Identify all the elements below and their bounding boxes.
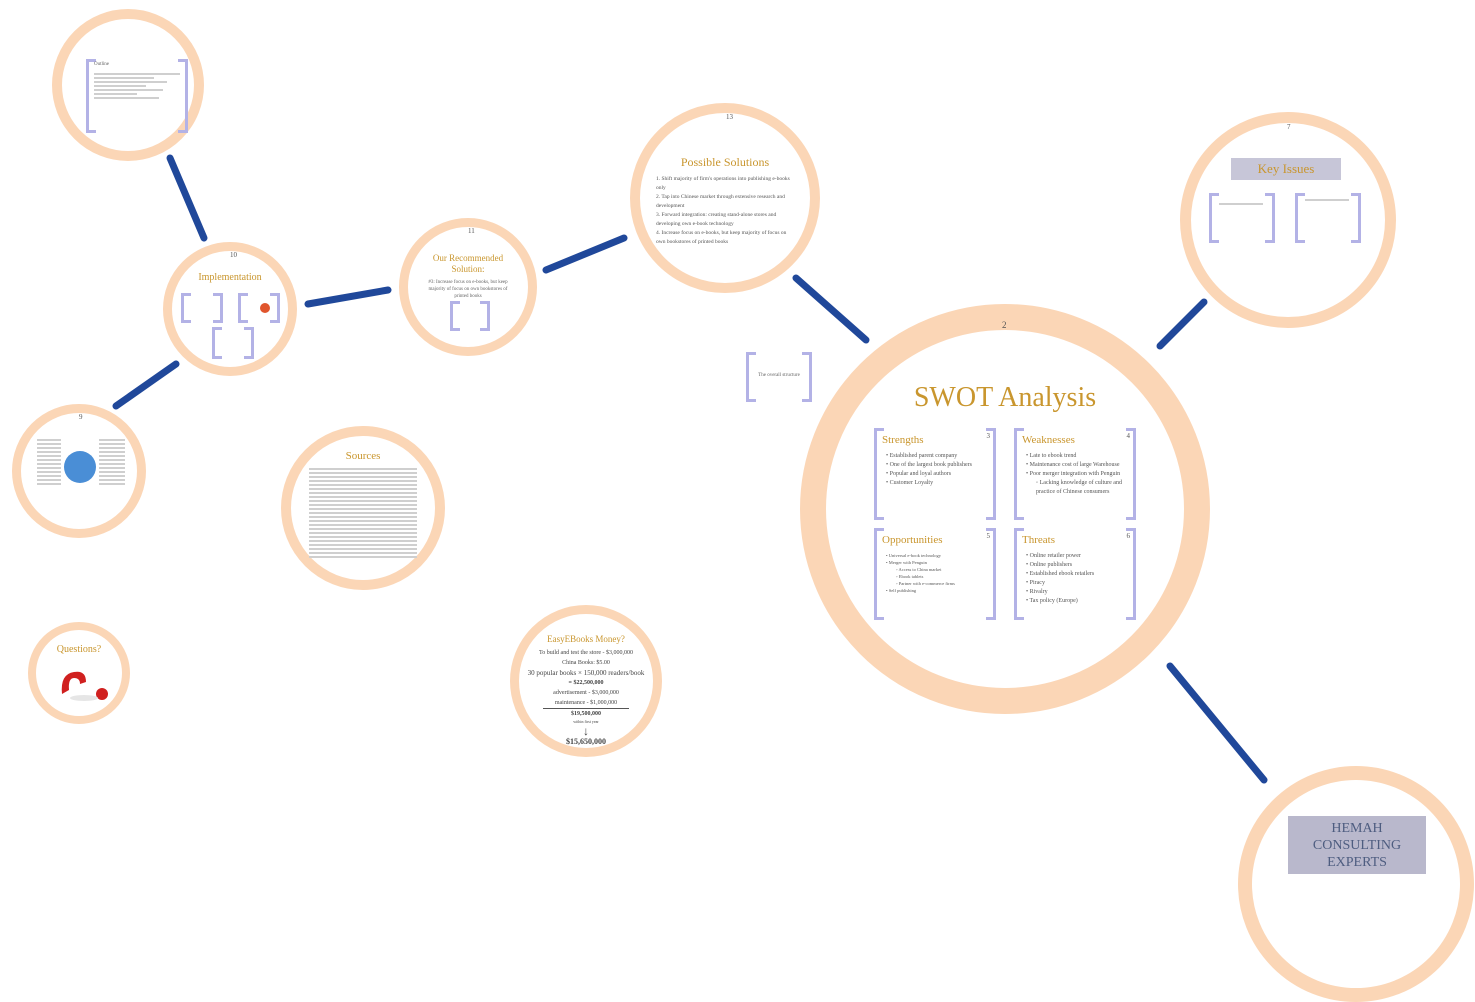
implementation-subframe[interactable] (181, 293, 223, 323)
frame-recommended-solution[interactable]: 11 Our Recommended Solution: #3: Increas… (399, 218, 537, 356)
solutions-title: Possible Solutions (680, 155, 770, 169)
frame-number: 2 (1002, 320, 1007, 330)
arrow-down-icon: ↓ (583, 724, 589, 738)
frame-number: 9 (79, 413, 83, 421)
opportunities-title: Opportunities (882, 534, 943, 546)
implementation-subframe[interactable] (212, 327, 254, 359)
sources-list (309, 466, 417, 560)
swot-threats[interactable]: Threats 6 Online retailer power Online p… (1014, 528, 1136, 620)
hemah-title-banner: HEMAH CONSULTING EXPERTS (1288, 816, 1426, 874)
chart-thumbnail (260, 303, 270, 313)
questions-title: Questions? (56, 644, 102, 655)
swot-strengths[interactable]: Strengths 3 Established parent company O… (874, 428, 996, 520)
frame-key-issues[interactable]: 7 Key Issues (1180, 112, 1396, 328)
overview-text-right (99, 437, 125, 487)
frame-swot-analysis[interactable]: 2 SWOT Analysis Strengths 3 Established … (800, 304, 1210, 714)
outline-title: Outline (94, 62, 109, 67)
swot-weaknesses[interactable]: Weaknesses 4 Late to ebook trend Mainten… (1014, 428, 1136, 520)
frame-possible-solutions[interactable]: 13 Possible Solutions 1. Shift majority … (630, 103, 820, 293)
money-calculation: To build and test the store - $3,000,000… (523, 648, 649, 747)
frame-number: 10 (230, 251, 237, 259)
key-issue-subframe[interactable] (1295, 193, 1361, 243)
overview-text-left (37, 437, 61, 487)
solution-item: 2. Tap into Chinese market through exten… (656, 194, 785, 209)
path-segment (542, 234, 628, 274)
presentation-path (112, 154, 1268, 784)
frame-money[interactable]: EasyEBooks Money? To build and test the … (510, 605, 662, 757)
path-segment (304, 286, 392, 308)
sources-title: Sources (345, 450, 381, 462)
swot-opportunities[interactable]: Opportunities 5 Universal e-book technol… (874, 528, 996, 620)
structure-bracket[interactable]: The overall structure (746, 352, 812, 402)
overview-circle-graphic (64, 451, 96, 483)
structure-text: The overall structure (758, 373, 800, 378)
strengths-title: Strengths (882, 434, 924, 446)
frame-implementation[interactable]: 10 Implementation (163, 242, 297, 376)
key-issues-banner: Key Issues (1231, 158, 1341, 180)
path-segment (792, 274, 870, 344)
frame-hemah-title[interactable]: HEMAH CONSULTING EXPERTS (1238, 766, 1474, 1002)
key-issue-subframe[interactable] (1209, 193, 1275, 243)
outline-bracket: Outline (86, 59, 188, 133)
frame-overview[interactable]: 9 (12, 404, 146, 538)
solution-item: 1. Shift majority of firm's operations i… (656, 176, 790, 191)
path-segment (1166, 662, 1268, 784)
solution-item: 3. Forward integration: creating stand-a… (656, 212, 777, 227)
solution-item: 4. Increase focus on e-books, but keep m… (656, 230, 787, 245)
frame-number: 13 (726, 113, 733, 121)
threats-title: Threats (1022, 534, 1055, 546)
frame-outline[interactable]: Outline (52, 9, 204, 161)
outline-table (94, 71, 180, 101)
implementation-title: Implementation (198, 272, 262, 283)
recommended-text: #3: Increase focus on e-books, but keep … (428, 280, 508, 299)
recommended-title: Our Recommended Solution: (432, 253, 504, 274)
frame-sources[interactable]: Sources (281, 426, 445, 590)
frame-number: 7 (1287, 123, 1291, 131)
solutions-list: 1. Shift majority of firm's operations i… (656, 175, 794, 247)
frame-questions[interactable]: Questions? (28, 622, 130, 724)
path-segment (1156, 298, 1208, 350)
swot-title: SWOT Analysis (913, 382, 1097, 413)
path-segment (166, 154, 208, 242)
question-mark-figure-icon (61, 671, 108, 701)
recommended-subframe[interactable] (450, 301, 490, 331)
money-title: EasyEBooks Money? (547, 634, 625, 644)
frame-number: 11 (468, 227, 475, 235)
path-segment (112, 360, 180, 410)
implementation-subframe[interactable] (238, 293, 280, 323)
weaknesses-title: Weaknesses (1022, 434, 1075, 446)
